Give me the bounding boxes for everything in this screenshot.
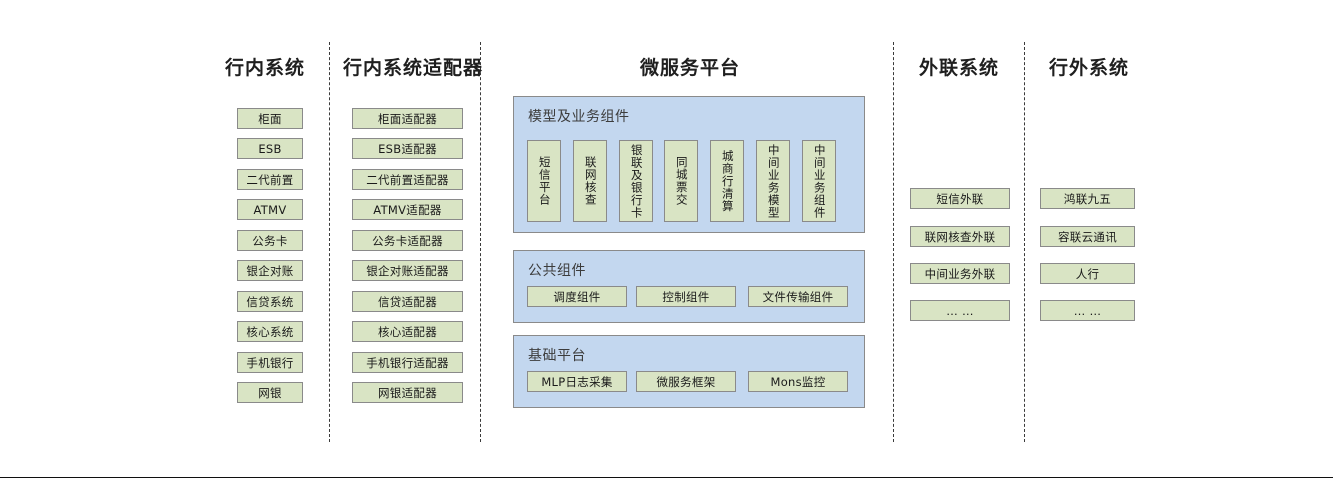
node-outbank-2[interactable]: 人行	[1040, 263, 1135, 284]
panel-title-model-business-components: 模型及业务组件	[528, 109, 630, 125]
vnode-model-4[interactable]: 城商行清算	[710, 140, 744, 222]
vnode-model-2-label: 银联及银行卡	[629, 143, 644, 219]
node-external-0[interactable]: 短信外联	[910, 188, 1010, 209]
node-in-bank-3[interactable]: ATMV	[237, 199, 303, 220]
node-public-1[interactable]: 控制组件	[636, 286, 736, 307]
vnode-model-6-label: 中间业务组件	[812, 143, 827, 219]
node-adapter-0[interactable]: 柜面适配器	[352, 108, 463, 129]
column-divider-4	[1024, 42, 1025, 442]
node-external-1[interactable]: 联网核查外联	[910, 226, 1010, 247]
node-in-bank-8[interactable]: 手机银行	[237, 352, 303, 373]
node-adapter-8[interactable]: 手机银行适配器	[352, 352, 463, 373]
vnode-model-0-label: 短信平台	[537, 156, 552, 206]
node-adapter-1[interactable]: ESB适配器	[352, 138, 463, 159]
vnode-model-0[interactable]: 短信平台	[527, 140, 561, 222]
node-in-bank-0[interactable]: 柜面	[237, 108, 303, 129]
vnode-model-1[interactable]: 联网核查	[573, 140, 607, 222]
column-divider-3	[893, 42, 894, 442]
node-in-bank-4[interactable]: 公务卡	[237, 230, 303, 251]
column-header-microservice-platform: 微服务平台	[639, 57, 740, 79]
column-divider-2	[480, 42, 481, 442]
column-header-in-bank-systems: 行内系统	[224, 57, 305, 79]
vnode-model-6[interactable]: 中间业务组件	[802, 140, 836, 222]
node-adapter-5[interactable]: 银企对账适配器	[352, 260, 463, 281]
bottom-divider-rule	[0, 477, 1333, 478]
node-base-1[interactable]: 微服务框架	[636, 371, 736, 392]
panel-title-public-components: 公共组件	[528, 263, 586, 279]
column-header-in-bank-adapters: 行内系统适配器	[343, 57, 484, 79]
node-adapter-3[interactable]: ATMV适配器	[352, 199, 463, 220]
node-base-0[interactable]: MLP日志采集	[527, 371, 627, 392]
node-adapter-7[interactable]: 核心适配器	[352, 321, 463, 342]
vnode-model-4-label: 城商行清算	[720, 149, 735, 213]
node-in-bank-2[interactable]: 二代前置	[237, 169, 303, 190]
node-public-2[interactable]: 文件传输组件	[748, 286, 848, 307]
column-divider-1	[329, 42, 330, 442]
node-in-bank-7[interactable]: 核心系统	[237, 321, 303, 342]
node-outbank-0[interactable]: 鸿联九五	[1040, 188, 1135, 209]
vnode-model-3[interactable]: 同城票交	[664, 140, 698, 222]
node-in-bank-5[interactable]: 银企对账	[237, 260, 303, 281]
vnode-model-3-label: 同城票交	[674, 156, 689, 206]
column-header-out-of-bank-systems: 行外系统	[1048, 57, 1129, 79]
node-public-0[interactable]: 调度组件	[527, 286, 627, 307]
node-in-bank-1[interactable]: ESB	[237, 138, 303, 159]
node-adapter-9[interactable]: 网银适配器	[352, 382, 463, 403]
node-in-bank-9[interactable]: 网银	[237, 382, 303, 403]
vnode-model-1-label: 联网核查	[583, 156, 598, 206]
vnode-model-5[interactable]: 中间业务模型	[756, 140, 790, 222]
column-header-external-link-systems: 外联系统	[918, 57, 999, 79]
vnode-model-2[interactable]: 银联及银行卡	[619, 140, 653, 222]
panel-title-base-platform: 基础平台	[528, 348, 586, 364]
node-adapter-6[interactable]: 信贷适配器	[352, 291, 463, 312]
node-outbank-3[interactable]: … …	[1040, 300, 1135, 321]
node-adapter-4[interactable]: 公务卡适配器	[352, 230, 463, 251]
node-in-bank-6[interactable]: 信贷系统	[237, 291, 303, 312]
node-adapter-2[interactable]: 二代前置适配器	[352, 169, 463, 190]
node-external-2[interactable]: 中间业务外联	[910, 263, 1010, 284]
node-external-3[interactable]: … …	[910, 300, 1010, 321]
node-outbank-1[interactable]: 容联云通讯	[1040, 226, 1135, 247]
node-base-2[interactable]: Mons监控	[748, 371, 848, 392]
vnode-model-5-label: 中间业务模型	[766, 143, 781, 219]
